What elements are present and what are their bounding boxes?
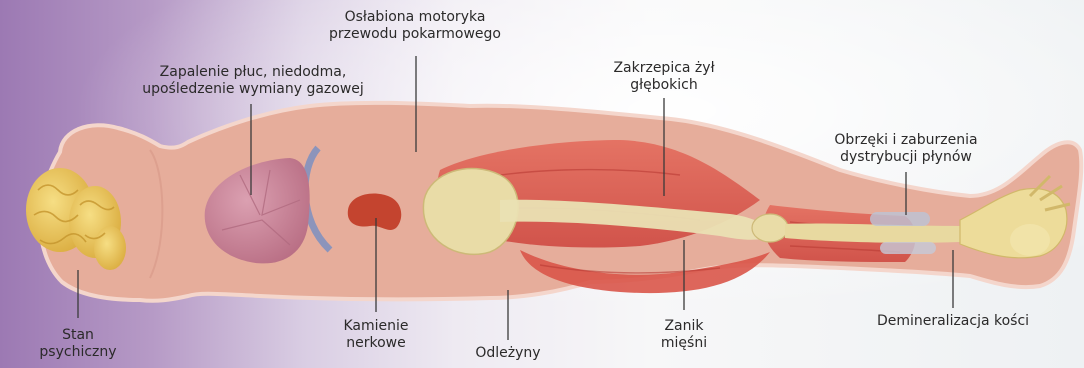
label-mental-state-line2: psychiczny (30, 344, 126, 361)
label-gi-motility-line1: Osłabiona motoryka (310, 9, 520, 26)
label-muscle-atrophy: Zanik mięśni (634, 318, 734, 352)
label-dvt-line1: Zakrzepica żył (594, 60, 734, 77)
label-edema-line1: Obrzęki i zaburzenia (820, 132, 992, 149)
label-mental-state: Stan psychiczny (30, 327, 126, 361)
edema-region (870, 212, 930, 226)
label-gi-motility: Osłabiona motoryka przewodu pokarmowego (310, 9, 520, 43)
kidney-illustration (348, 194, 401, 230)
edema-region-lower (880, 242, 936, 254)
label-bone-demineralization-line1: Demineralizacja kości (858, 313, 1048, 330)
label-muscle-atrophy-line2: mięśni (634, 335, 734, 352)
label-pneumonia: Zapalenie płuc, niedodma, upośledzenie w… (118, 64, 388, 98)
label-bedsores: Odleżyny (458, 345, 558, 362)
label-dvt-line2: głębokich (594, 77, 734, 94)
label-bone-demineralization: Demineralizacja kości (858, 313, 1048, 330)
label-pneumonia-line2: upośledzenie wymiany gazowej (118, 81, 388, 98)
label-edema: Obrzęki i zaburzenia dystrybucji płynów (820, 132, 992, 166)
label-gi-motility-line2: przewodu pokarmowego (310, 26, 520, 43)
label-mental-state-line1: Stan (30, 327, 126, 344)
label-dvt: Zakrzepica żył głębokich (594, 60, 734, 94)
label-bedsores-line1: Odleżyny (458, 345, 558, 362)
label-kidney-stones: Kamienie nerkowe (326, 318, 426, 352)
label-kidney-stones-line1: Kamienie (326, 318, 426, 335)
label-muscle-atrophy-line1: Zanik (634, 318, 734, 335)
label-kidney-stones-line2: nerkowe (326, 335, 426, 352)
label-edema-line2: dystrybucji płynów (820, 149, 992, 166)
label-pneumonia-line1: Zapalenie płuc, niedodma, (118, 64, 388, 81)
